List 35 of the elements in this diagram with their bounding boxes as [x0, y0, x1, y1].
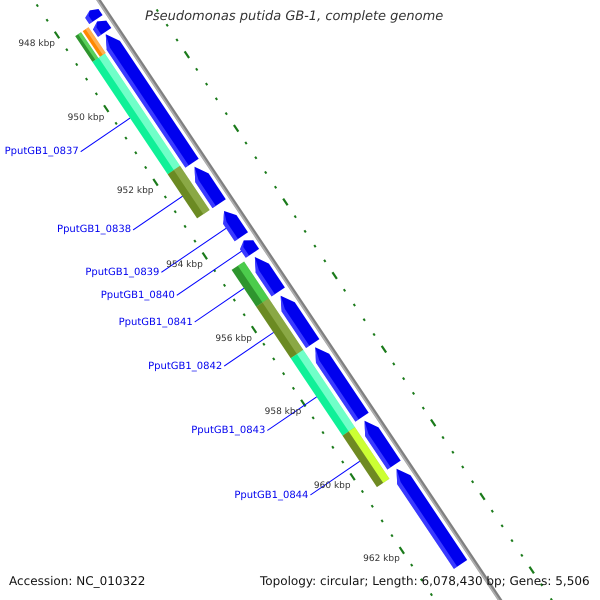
- gene-block: [254, 257, 285, 296]
- gene-label: PputGB1_0842: [148, 360, 222, 373]
- gene-block: [85, 9, 103, 24]
- leader-line: [224, 332, 274, 367]
- leader-line: [80, 118, 130, 152]
- footer-text: Topology: circular; Length: 6,078,430 bp; Genes: 5,506: [260, 574, 590, 588]
- gene-label: PputGB1_0844: [234, 488, 308, 502]
- gene-bar: [82, 27, 106, 57]
- leader-line: [266, 396, 318, 431]
- scale-label: 956 kbp: [215, 334, 252, 344]
- scale-label: 952 kbp: [116, 186, 154, 196]
- gene-block: [194, 166, 226, 208]
- gene-block: [106, 34, 199, 168]
- footer-text: Accession: NC_010322: [9, 574, 146, 588]
- leader-line: [132, 196, 183, 230]
- scale-label: 950 kbp: [68, 112, 104, 123]
- gene-block: [240, 240, 260, 258]
- gene-label: PputGB1_0841: [118, 316, 193, 328]
- gene-label: PputGB1_0843: [191, 424, 266, 437]
- gene-block: [280, 296, 320, 348]
- gene-label: PputGB1_0838: [57, 223, 132, 236]
- gene-label: PputGB1_0839: [85, 266, 160, 279]
- scale-label: 962 kbp: [363, 554, 400, 564]
- map-title: Pseudomonas putida GB-1, complete genome: [145, 9, 444, 24]
- gene-label: PputGB1_0840: [100, 288, 175, 302]
- leader-line: [160, 228, 227, 273]
- gene-block: [364, 420, 401, 470]
- scale-label: 948 kbp: [18, 39, 55, 49]
- gene-label: PputGB1_0837: [4, 145, 79, 158]
- gene-block: [93, 20, 112, 37]
- gene-block: [223, 211, 248, 242]
- gene-block: [315, 347, 369, 422]
- leader-line: [176, 250, 242, 296]
- leader-line: [310, 460, 360, 496]
- leader-line: [194, 288, 244, 322]
